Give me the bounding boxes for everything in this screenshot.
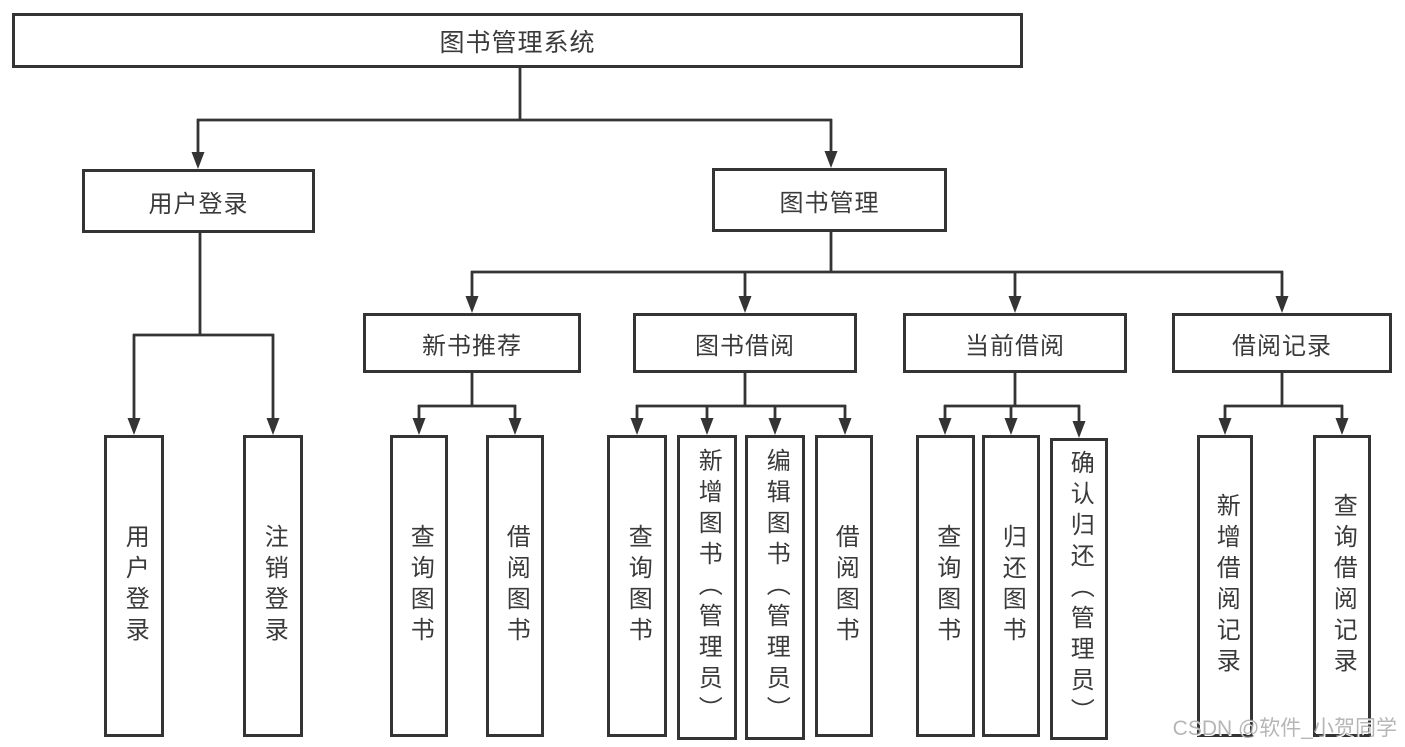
node-label: 新增图书（管理员） <box>694 448 722 727</box>
leaf-return-books: 归还图书 <box>982 435 1040 737</box>
leaf-query-borrow-record: 查询借阅记录 <box>1313 435 1371 737</box>
node-label: 归还图书 <box>998 524 1026 648</box>
node-label: 查询图书 <box>406 524 434 648</box>
leaf-add-borrow-record: 新增借阅记录 <box>1197 435 1253 737</box>
node-label: 确认归还（管理员） <box>1066 449 1094 729</box>
node-label: 图书管理 <box>779 189 880 217</box>
leaf-add-books-admin: 新增图书（管理员） <box>677 435 737 740</box>
node-label: 当前借阅 <box>965 332 1065 360</box>
node-label: 新增借阅记录 <box>1212 493 1240 679</box>
node-label: 查询借阅记录 <box>1329 493 1357 679</box>
leaf-query-books-current: 查询图书 <box>916 435 975 737</box>
node-book-borrowing: 图书借阅 <box>633 313 857 373</box>
leaf-edit-books-admin: 编辑图书（管理员） <box>745 435 805 740</box>
node-label: 借阅图书 <box>831 524 859 648</box>
leaf-logout: 注销登录 <box>243 435 303 737</box>
node-current-borrowing: 当前借阅 <box>903 313 1127 373</box>
node-label: 图书借阅 <box>695 332 795 360</box>
leaf-query-books-borrowing: 查询图书 <box>607 435 667 737</box>
node-new-book-recommendation: 新书推荐 <box>363 313 581 373</box>
node-label: 用户登录 <box>148 190 249 218</box>
node-library-management-system: 图书管理系统 <box>12 13 1023 68</box>
node-label: 注销登录 <box>260 524 288 648</box>
node-label: 借阅图书 <box>502 524 530 648</box>
csdn-watermark: CSDN @软件_小贺同学 <box>1172 717 1397 740</box>
node-borrowing-records: 借阅记录 <box>1172 313 1392 373</box>
node-label: 编辑图书（管理员） <box>762 448 790 727</box>
node-label: 查询图书 <box>932 524 960 648</box>
node-label: 新书推荐 <box>422 332 522 360</box>
leaf-borrow-books-recommend: 借阅图书 <box>486 435 544 737</box>
node-book-management-branch: 图书管理 <box>712 168 947 232</box>
leaf-confirm-return-admin: 确认归还（管理员） <box>1050 438 1108 740</box>
node-label: 借阅记录 <box>1232 332 1332 360</box>
leaf-query-books-recommend: 查询图书 <box>390 435 448 737</box>
node-label: 用户登录 <box>121 524 149 648</box>
leaf-user-login: 用户登录 <box>104 435 164 737</box>
node-user-login-branch: 用户登录 <box>82 169 315 233</box>
leaf-borrow-books-borrowing: 借阅图书 <box>815 435 873 737</box>
node-label: 图书管理系统 <box>439 28 596 57</box>
node-label: 查询图书 <box>624 524 652 648</box>
